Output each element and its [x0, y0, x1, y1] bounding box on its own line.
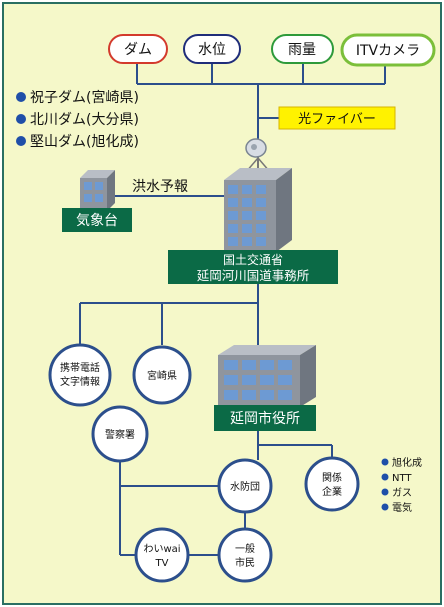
weather-station-building-icon [80, 170, 115, 211]
flood-forecast-label: 洪水予報 [132, 179, 188, 195]
general-citizens-line2: 市民 [235, 556, 255, 569]
source-water-level-pill: 水位 [183, 34, 241, 64]
company-item: NTT [392, 473, 412, 484]
company-bullet-icon [381, 503, 389, 511]
waiwai-tv-line1: わいwai [143, 543, 180, 555]
dam-list: 祝子ダム(宮崎県) 北川ダム(大分県) 堅山ダム(旭化成) [16, 90, 139, 150]
ministry-label-bg [168, 250, 338, 284]
related-companies-line1: 関係 [322, 472, 342, 484]
related-companies-node: 関係 企業 [304, 456, 360, 512]
source-rainfall-label: 雨量 [288, 42, 316, 58]
source-itv-camera-pill: ITVカメラ [340, 33, 436, 67]
police-station-label: 警察署 [105, 428, 135, 441]
satellite-dish-icon [245, 138, 271, 173]
related-companies-line2: 企業 [322, 485, 342, 498]
general-citizens-line1: 一般 [235, 542, 255, 555]
source-itv-camera-label: ITVカメラ [356, 43, 420, 59]
source-dam-pill: ダム [108, 34, 168, 64]
dam-item: 祝子ダム(宮崎県) [30, 90, 139, 106]
company-bullet-icon [381, 488, 389, 496]
police-station-node: 警察署 [91, 405, 149, 463]
dam-bullet-icon [16, 92, 26, 102]
dam-bullet-icon [16, 136, 26, 146]
mobile-text-info-line2: 文字情報 [60, 375, 100, 388]
weather-station-label: 気象台 [76, 213, 118, 229]
general-citizens-node: 一般 市民 [217, 527, 273, 583]
mobile-text-info-node: 携帯電話 文字情報 [48, 343, 112, 407]
ministry-label-line2: 延岡河川国道事務所 [197, 268, 310, 283]
source-rainfall-pill: 雨量 [271, 34, 334, 64]
miyazaki-prefecture-label: 宮崎県 [147, 369, 177, 382]
company-item: 旭化成 [392, 456, 422, 469]
mobile-text-info-line1: 携帯電話 [60, 361, 100, 374]
company-item: ガス [392, 487, 412, 499]
dam-item: 北川ダム(大分県) [30, 112, 139, 128]
source-dam-label: ダム [124, 42, 152, 58]
fiber-optic-label: 光ファイバー [278, 106, 396, 130]
company-list: 旭化成 NTT ガス 電気 [381, 456, 422, 514]
connection-lines [79, 63, 386, 556]
miyazaki-prefecture-node: 宮崎県 [132, 345, 192, 405]
company-bullet-icon [381, 473, 389, 481]
fiber-optic-text: 光ファイバー [298, 112, 376, 127]
waiwai-tv-node: わいwai TV [134, 527, 190, 583]
flood-fighting-team-node: 水防団 [217, 458, 273, 514]
city-hall-label-bg [214, 405, 316, 431]
source-water-level-label: 水位 [198, 42, 226, 58]
dam-item: 堅山ダム(旭化成) [30, 134, 139, 150]
dam-bullet-icon [16, 114, 26, 124]
city-hall-building-icon [218, 345, 316, 407]
city-hall-label: 延岡市役所 [230, 410, 300, 427]
weather-station-label-bg [62, 208, 132, 232]
company-bullet-icon [381, 458, 389, 466]
waiwai-tv-line2: TV [155, 558, 169, 569]
flood-fighting-team-label: 水防団 [230, 480, 260, 493]
company-item: 電気 [392, 501, 412, 514]
ministry-building-icon [224, 168, 292, 252]
ministry-label-line1: 国土交通省 [223, 252, 283, 267]
